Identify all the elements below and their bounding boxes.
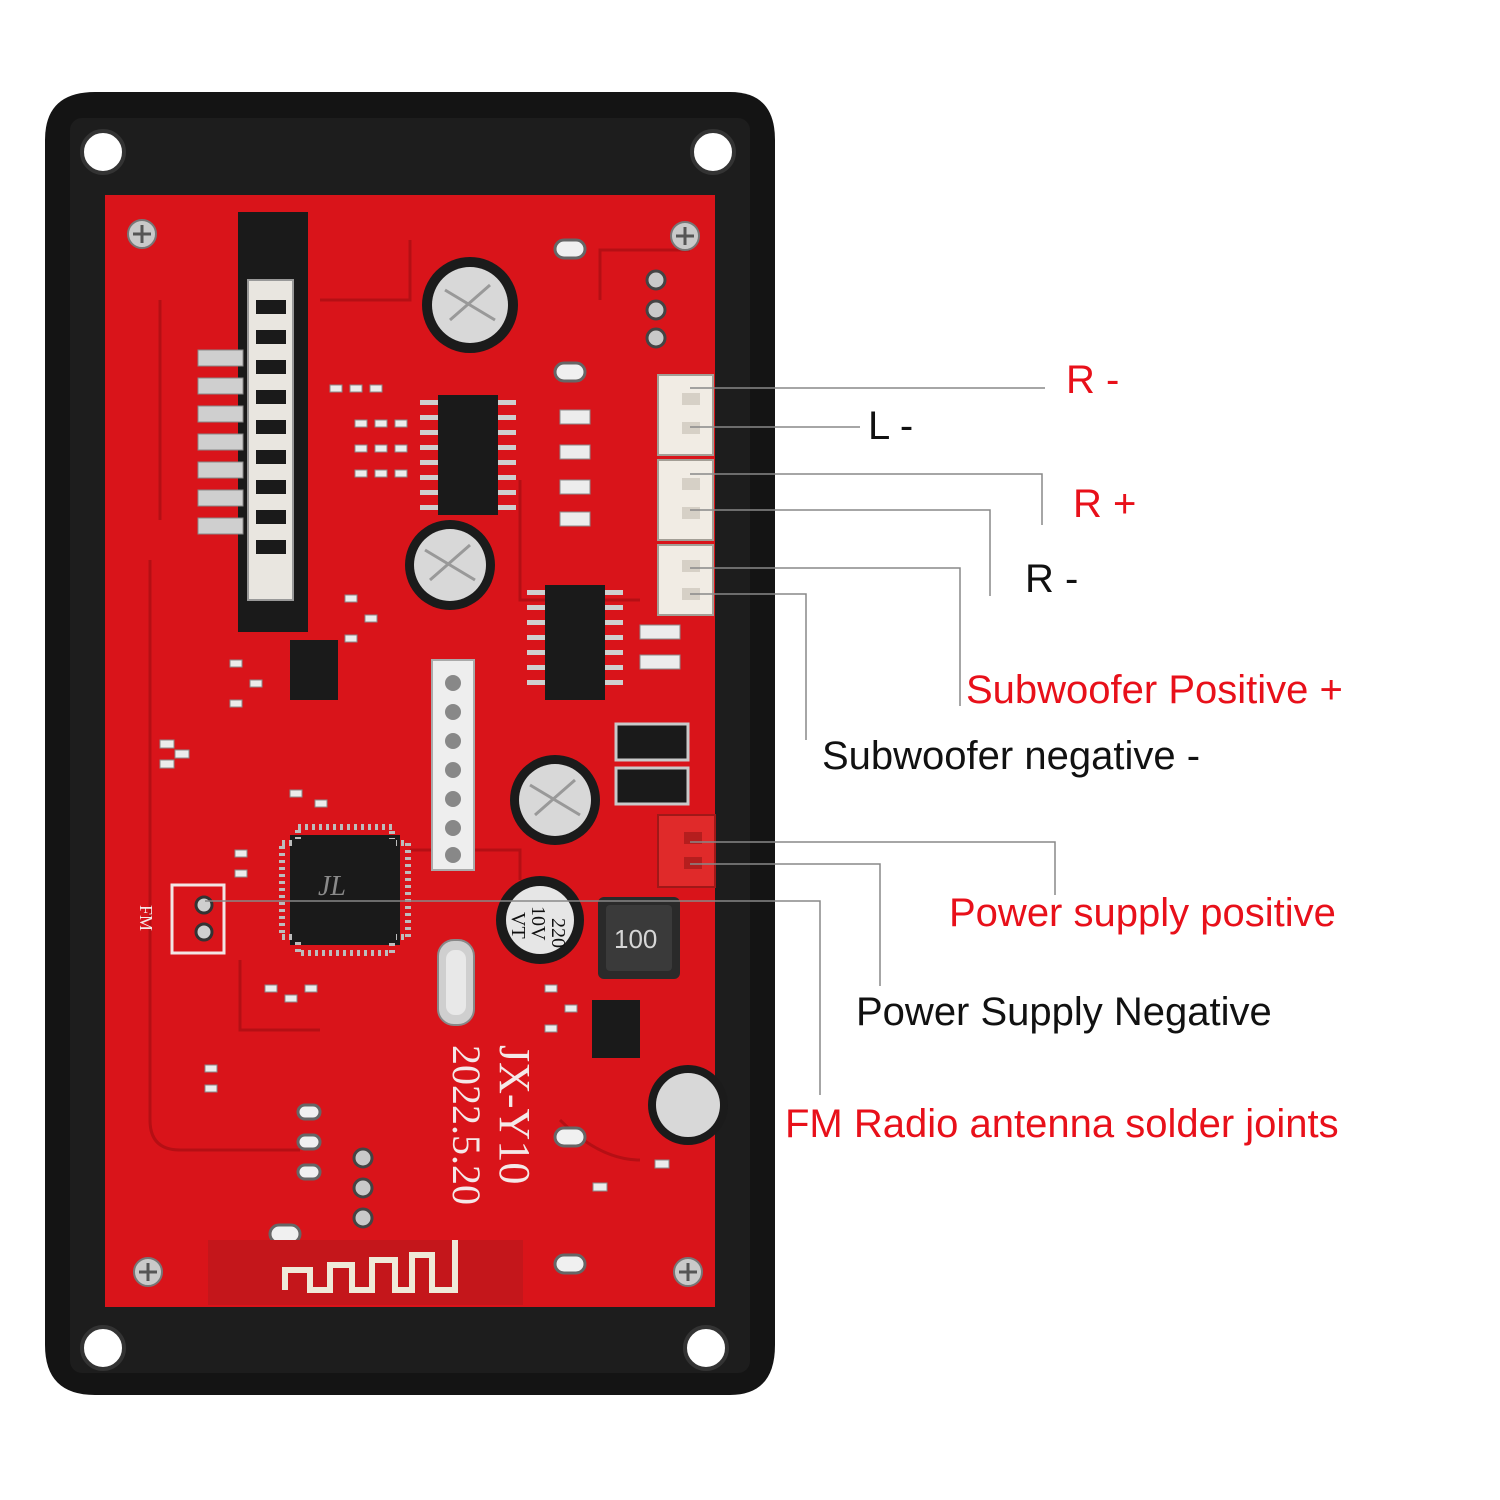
capacitor-c8	[422, 257, 518, 353]
mcu-chip	[279, 824, 411, 956]
leader-power-positive	[690, 841, 1056, 895]
leader-r-minus	[690, 509, 991, 596]
leader-sub-negative	[690, 593, 807, 740]
bt-antenna-area	[208, 1240, 523, 1305]
cap-rating-vt: VT	[507, 912, 529, 939]
label-fm-antenna: FM Radio antenna solder joints	[785, 1102, 1339, 1146]
screw-bottom-left	[133, 1257, 163, 1287]
capacitor-c29	[405, 520, 495, 610]
board-model-text: JX-Y10	[490, 1045, 539, 1184]
label-r-plus: R +	[1073, 482, 1137, 526]
card-slot-pins	[197, 349, 244, 535]
fm-solder-pads	[170, 883, 226, 955]
screw-top-right	[670, 221, 700, 251]
crystal-y1	[437, 939, 475, 1026]
cap-rating-10v: 10V	[527, 906, 549, 941]
ic-amplifier-top	[420, 395, 516, 515]
label-subwoofer-negative: Subwoofer negative -	[822, 734, 1201, 778]
mount-hole-bottom-left	[80, 1325, 126, 1371]
board-date-text: 2022.5.20	[444, 1045, 489, 1205]
connector-l-speaker	[657, 459, 714, 541]
mount-hole-top-right	[690, 129, 736, 175]
label-power-negative: Power Supply Negative	[856, 990, 1272, 1034]
label-r-minus-top: R -	[1066, 358, 1120, 402]
label-subwoofer-positive: Subwoofer Positive +	[966, 668, 1343, 712]
mount-hole-bottom-right	[683, 1325, 729, 1371]
ic-u8	[290, 640, 338, 700]
bt-antenna-trace	[282, 1240, 458, 1293]
screw-top-left	[127, 219, 157, 249]
diode-d1	[614, 766, 690, 806]
label-l-minus: L -	[868, 404, 914, 448]
smd-components	[159, 384, 681, 1192]
inductor-marking: 100	[614, 924, 657, 954]
connector-subwoofer	[657, 544, 714, 616]
oval-pads	[268, 238, 587, 1275]
card-slot-contacts	[256, 300, 286, 554]
leader-r-plus	[690, 473, 1043, 525]
label-r-minus: R -	[1025, 557, 1079, 601]
cap-rating-220: 220	[547, 918, 569, 948]
ic-amplifier-bottom	[527, 585, 623, 700]
mount-hole-top-left	[80, 129, 126, 175]
diode-d6	[614, 722, 690, 762]
leader-power-negative	[690, 863, 881, 986]
label-power-positive: Power supply positive	[949, 891, 1336, 935]
header-pin-strip	[431, 659, 475, 871]
through-hole-pads	[352, 269, 667, 1229]
leader-sub-positive	[690, 567, 961, 706]
mcu-logo: JL	[318, 871, 346, 902]
capacitor-ec7	[496, 876, 584, 964]
leader-lines	[205, 387, 1056, 1095]
leader-fm-antenna	[205, 900, 821, 1095]
connector-r-speaker	[657, 374, 714, 456]
ic-u9	[592, 1000, 640, 1058]
screw-bottom-right	[673, 1257, 703, 1287]
fm-marking: FM	[136, 905, 156, 931]
capacitor-c10	[648, 1065, 728, 1145]
inductor-l7	[598, 897, 680, 979]
capacitor-c9	[510, 755, 600, 845]
connector-power	[657, 814, 716, 888]
